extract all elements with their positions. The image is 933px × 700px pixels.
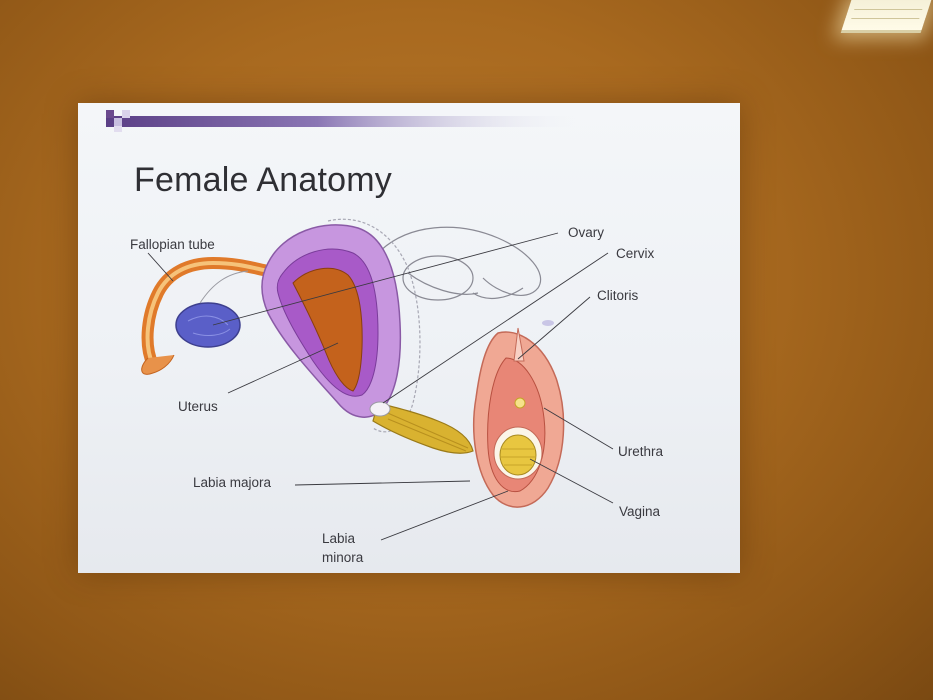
cervix [369, 401, 391, 417]
anatomy-illustration [141, 218, 614, 541]
projected-slide: Female Anatomy [78, 103, 740, 573]
label-cervix: Cervix [616, 246, 655, 261]
ceiling-light [840, 0, 932, 33]
label-fallopian-tube: Fallopian tube [130, 237, 215, 252]
label-vagina: Vagina [619, 504, 661, 519]
label-urethra: Urethra [618, 444, 664, 459]
label-ovary: Ovary [568, 225, 605, 240]
label-labia-minora-line2: minora [322, 550, 364, 565]
right-fallopian-tube-outline [377, 226, 542, 301]
label-uterus: Uterus [178, 399, 218, 414]
label-labia-minora-line1: Labia [322, 531, 356, 546]
left-ovary [175, 302, 241, 348]
small-blob [542, 320, 554, 326]
slide-title: Female Anatomy [134, 161, 392, 199]
title-decoration-bar [106, 110, 576, 132]
label-labia-majora: Labia majora [193, 475, 272, 490]
fimbriae [141, 354, 175, 375]
leader-lines [147, 232, 614, 541]
urethral-opening [514, 397, 526, 409]
label-clitoris: Clitoris [597, 288, 639, 303]
